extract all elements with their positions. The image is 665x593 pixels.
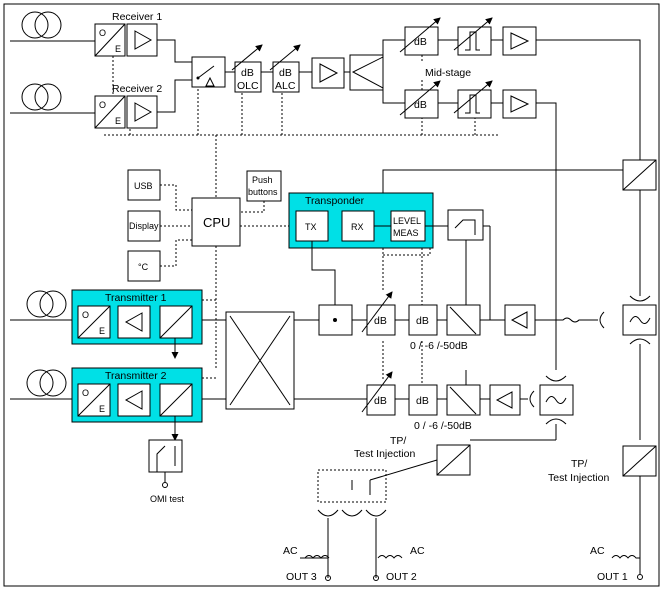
- display-block: Display: [127, 210, 161, 242]
- return2-coupler: [446, 384, 481, 416]
- svg-text:ALC: ALC: [275, 80, 296, 92]
- svg-text:O: O: [99, 28, 106, 38]
- svg-text:Transmitter 1: Transmitter 1: [105, 292, 167, 304]
- midstage-lower-attenuator: dB: [399, 80, 441, 119]
- tp-label-middle-2: Test Injection: [354, 448, 415, 460]
- out2-label: OUT 2: [386, 571, 417, 583]
- return1-attenuator-a: dB: [361, 291, 396, 336]
- receiver2-photodiode: O E: [94, 95, 126, 129]
- receiver2-label: Receiver 2: [112, 83, 162, 95]
- svg-text:E: E: [115, 116, 121, 126]
- svg-text:Display: Display: [129, 221, 159, 231]
- svg-text:dB: dB: [416, 395, 429, 407]
- svg-text:CPU: CPU: [203, 215, 230, 230]
- svg-text:TX: TX: [305, 222, 317, 232]
- svg-text:dB: dB: [279, 67, 292, 79]
- omi-test-switch: [148, 439, 183, 473]
- svg-text:LEVEL: LEVEL: [393, 216, 421, 226]
- splitter: [349, 54, 384, 91]
- tp-label-right-1: TP/: [571, 458, 587, 470]
- output-selector: [317, 469, 387, 503]
- combiner-node: [318, 304, 353, 336]
- svg-text:O: O: [99, 100, 106, 110]
- cpu-block: CPU: [191, 197, 241, 247]
- svg-text:E: E: [99, 326, 105, 336]
- out1-label: OUT 1: [597, 571, 628, 583]
- diplexer-2: [539, 375, 574, 425]
- receiver-switch: [191, 56, 226, 88]
- ac-label-out1: AC: [590, 545, 605, 557]
- temperature-block: °C: [127, 250, 161, 282]
- svg-text:E: E: [115, 44, 121, 54]
- omi-test-label: OMI test: [150, 494, 185, 504]
- receiver1-photodiode: O E: [94, 23, 126, 57]
- svg-text:buttons: buttons: [248, 187, 278, 197]
- svg-text:°C: °C: [138, 262, 149, 272]
- fiber-coil-icon-rx1: [21, 11, 62, 39]
- fiber-coil-icon-rx2: [21, 83, 62, 111]
- midstage-upper-attenuator: dB: [399, 17, 441, 56]
- svg-text:dB: dB: [414, 99, 427, 111]
- atten-range-label-1: 0 / -6 /-50dB: [410, 340, 468, 352]
- svg-text:E: E: [99, 404, 105, 414]
- ac-label-out2: AC: [410, 545, 425, 557]
- svg-text:dB: dB: [416, 315, 429, 327]
- diplexer-1: [622, 295, 657, 345]
- tp-coupler-upper: [622, 159, 657, 191]
- olc-attenuator: dB OLC: [231, 44, 263, 93]
- svg-text:OLC: OLC: [237, 80, 259, 92]
- midstage-upper-amplifier: [502, 26, 537, 56]
- tp-label-middle-1: TP/: [390, 435, 406, 447]
- tp-coupler-middle: [436, 444, 471, 476]
- svg-text:USB: USB: [134, 181, 153, 191]
- midstage-lower-equalizer: [453, 80, 493, 119]
- svg-text:dB: dB: [374, 315, 387, 327]
- push-buttons-block: Push buttons: [246, 170, 282, 202]
- svg-text:dB: dB: [374, 395, 387, 407]
- mid-stage-label: Mid-stage: [425, 67, 471, 79]
- return2-attenuator-a: dB: [361, 371, 396, 416]
- transmitter1-block: Transmitter 1 O E: [71, 289, 203, 345]
- fiber-coil-icon-tx2: [26, 369, 67, 397]
- svg-text:RX: RX: [351, 222, 364, 232]
- midstage-upper-equalizer: [453, 17, 493, 56]
- midstage-lower-amplifier: [502, 89, 537, 119]
- fiber-coil-icon-tx1: [26, 290, 67, 318]
- svg-text:O: O: [82, 310, 89, 320]
- return1-amplifier: [504, 304, 536, 336]
- pre-amplifier: [311, 57, 345, 89]
- switch-matrix: [225, 311, 295, 410]
- svg-text:Transponder: Transponder: [305, 195, 365, 207]
- return2-amplifier: [489, 384, 521, 416]
- svg-text:dB: dB: [241, 67, 254, 79]
- svg-text:dB: dB: [414, 36, 427, 48]
- svg-text:Transmitter 2: Transmitter 2: [105, 370, 167, 382]
- alc-attenuator: dB ALC: [269, 44, 301, 93]
- outer-frame: [3, 3, 660, 587]
- tp-label-right-2: Test Injection: [548, 472, 609, 484]
- return1-coupler: [446, 304, 481, 336]
- tp-coupler-lower-right: [622, 445, 657, 477]
- receiver1-amplifier: [126, 23, 158, 57]
- ac-label-out3: AC: [283, 545, 298, 557]
- transmitter2-block: Transmitter 2 O E: [71, 367, 203, 423]
- svg-text:O: O: [82, 388, 89, 398]
- receiver2-amplifier: [126, 95, 158, 129]
- return2-attenuator-b: dB: [408, 384, 438, 416]
- out3-label: OUT 3: [286, 571, 317, 583]
- receiver1-label: Receiver 1: [112, 11, 162, 23]
- return1-attenuator-b: dB: [408, 304, 438, 336]
- transponder-block: Transponder TX RX LEVEL MEAS: [288, 192, 434, 249]
- atten-range-label-2: 0 / -6 /-50dB: [414, 420, 472, 432]
- svg-text:Push: Push: [252, 175, 273, 185]
- usb-block: USB: [127, 169, 161, 201]
- level-meas-coupler: [447, 209, 484, 241]
- svg-text:MEAS: MEAS: [393, 228, 419, 238]
